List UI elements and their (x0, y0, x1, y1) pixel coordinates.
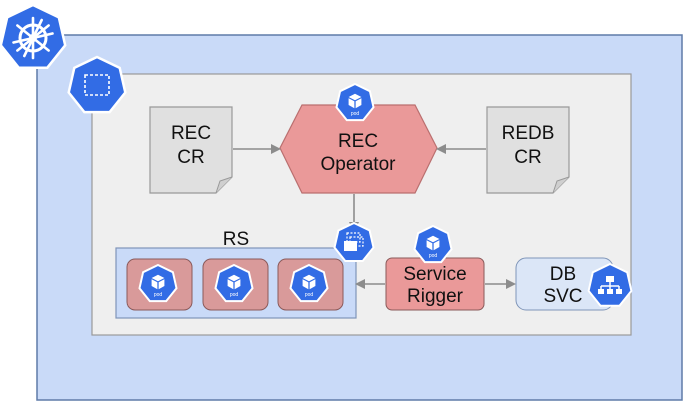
replicaset-icon (333, 221, 375, 262)
rs-pod-3: pod (277, 258, 344, 311)
rs-label: RS (223, 229, 249, 250)
rec-cr-label-line2: CR (177, 147, 204, 168)
pod-icon: pod (413, 224, 453, 264)
redb-cr-document: REDB CR (486, 106, 570, 194)
rs-pod-1: pod (126, 258, 193, 311)
pod-icon-label: pod (429, 253, 438, 259)
rec-operator-label-line1: REC (338, 131, 378, 152)
rec-operator-label-line2: Operator (321, 154, 397, 175)
service-rigger-label-line1: Service (403, 264, 466, 285)
namespace-icon (67, 55, 127, 114)
db-svc-label-line1: DB (550, 264, 576, 285)
pod-icon-label: pod (305, 292, 314, 298)
rec-cr-document: REC CR (149, 106, 233, 194)
db-svc: DB SVC (515, 257, 614, 311)
pod-icon: pod (289, 263, 329, 303)
kubernetes-helm-wheel-icon (0, 3, 67, 69)
service-rigger: Service Rigger (385, 257, 485, 311)
pod-icon: pod (214, 263, 254, 303)
pod-icon-label: pod (351, 111, 360, 117)
rs-pod-2: pod (202, 258, 269, 311)
pod-icon: pod (138, 263, 178, 303)
service-icon (587, 262, 633, 307)
redb-cr-label-line1: REDB (502, 123, 555, 144)
rec-cr-label-line1: REC (171, 123, 211, 144)
pod-icon-label: pod (230, 292, 239, 298)
pod-icon: pod (335, 82, 375, 122)
redb-cr-label-line2: CR (514, 147, 541, 168)
db-svc-label-line2: SVC (543, 286, 582, 307)
pod-icon-label: pod (154, 292, 163, 298)
service-rigger-label-line2: Rigger (407, 286, 464, 307)
